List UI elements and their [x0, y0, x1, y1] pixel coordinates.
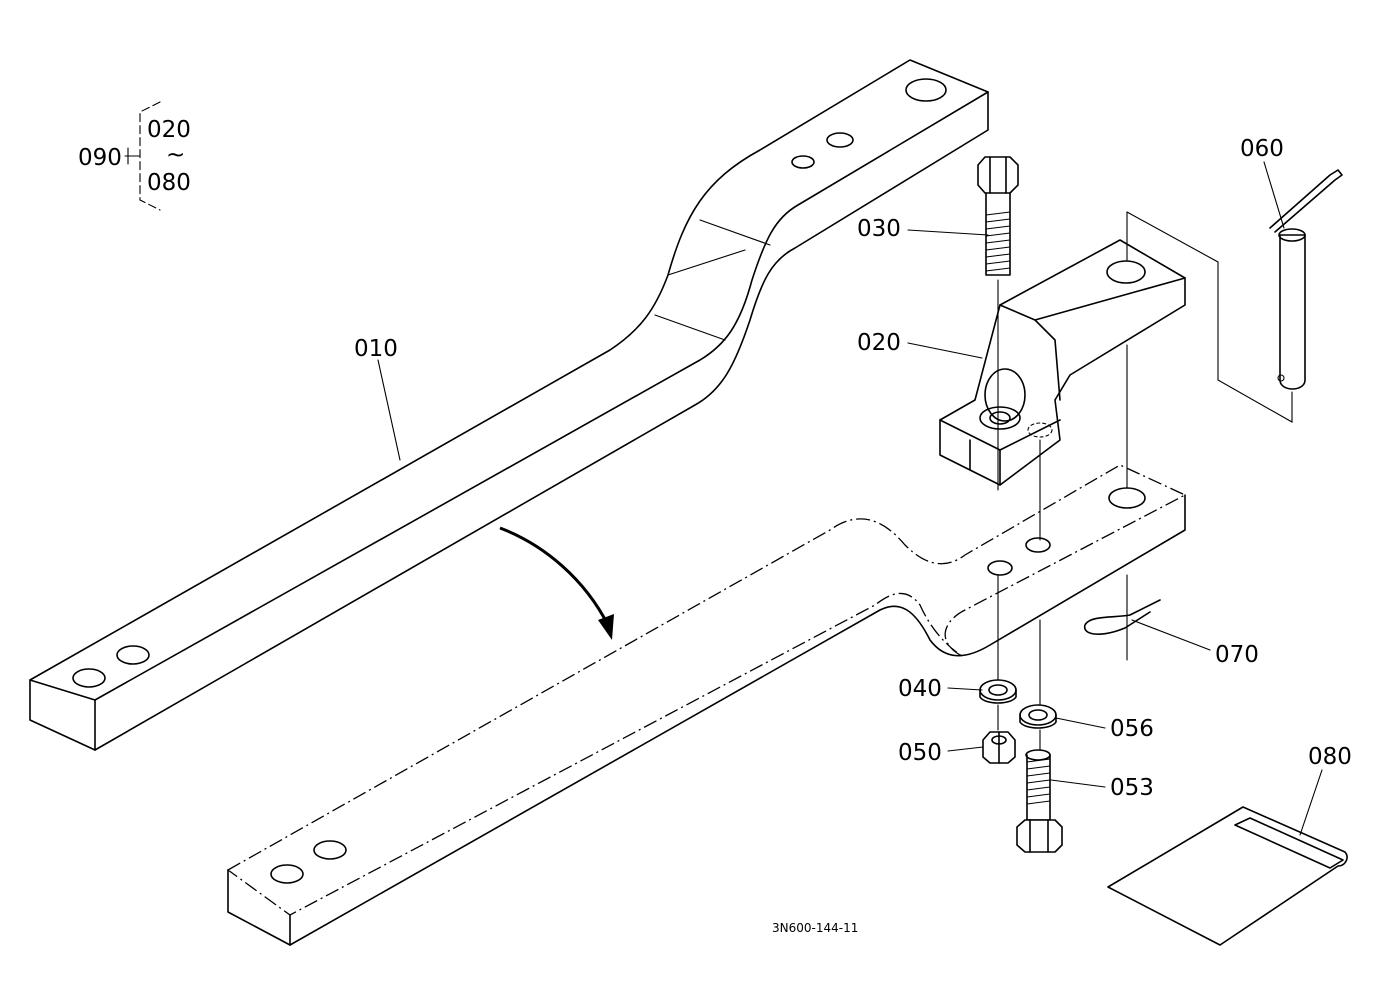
callout-030: 030 [857, 216, 901, 242]
r-clip-070 [1084, 599, 1161, 635]
assembly-lines [997, 211, 1293, 751]
callout-040: 040 [898, 676, 942, 702]
leader-lines [377, 161, 1323, 836]
callout-070: 070 [1215, 642, 1259, 668]
callout-020: 020 [857, 330, 901, 356]
callout-060: 060 [1240, 136, 1284, 162]
set-group-range-separator: ~ [166, 142, 185, 168]
callout-010: 010 [354, 336, 398, 362]
lock-washer-040 [979, 679, 1017, 704]
set-group-label: 090 [78, 145, 122, 171]
callout-050: 050 [898, 740, 942, 766]
hitch-bracket-020 [939, 239, 1186, 486]
nut-050 [982, 731, 1016, 764]
set-group-bracket [124, 101, 161, 211]
lock-washer-056 [1019, 704, 1057, 729]
callout-056: 056 [1110, 716, 1154, 742]
pin-060 [1269, 169, 1343, 390]
set-group-range-start: 020 [147, 117, 191, 143]
diagram-code: 3N600-144-11 [772, 921, 858, 935]
set-group-range-end: 080 [147, 170, 191, 196]
bolt-053 [1016, 749, 1063, 853]
bolt-030 [977, 156, 1019, 276]
drawbar-alternate-position [226, 464, 1187, 946]
callout-080: 080 [1308, 744, 1352, 770]
drawbar-010 [29, 59, 989, 751]
instruction-sheet-080 [1107, 806, 1348, 946]
callout-053: 053 [1110, 775, 1154, 801]
rotation-arrow [499, 526, 614, 640]
